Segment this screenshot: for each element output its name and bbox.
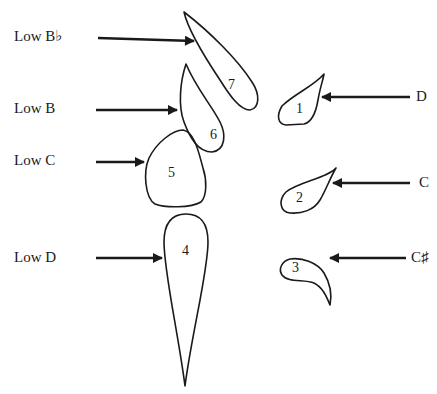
key-name: Low C — [14, 152, 55, 169]
callout-number: 7 — [228, 78, 235, 92]
leader-arrow — [96, 109, 177, 112]
leader-arrow — [98, 38, 194, 41]
key-outline-path — [164, 214, 208, 386]
key-shape: 1 — [276, 72, 328, 128]
key-shape: 2 — [278, 166, 338, 216]
leader-arrow — [96, 161, 144, 164]
leader-arrow — [322, 96, 410, 99]
callout-number: 4 — [182, 244, 189, 258]
key-outline — [174, 62, 230, 156]
key-shape: 3 — [278, 255, 334, 307]
leader-arrow — [96, 257, 162, 260]
key-outline — [160, 212, 212, 388]
key-outline-path — [146, 130, 206, 207]
key-shape: 7 — [180, 10, 262, 114]
key-shape: 4 — [160, 212, 212, 388]
key-name: Low D — [14, 249, 56, 266]
key-outline — [278, 255, 334, 307]
key-shape: 5 — [143, 128, 209, 210]
key-name: C — [419, 174, 429, 191]
leader-arrow — [333, 182, 410, 185]
key-outline — [143, 128, 209, 210]
key-name: D — [416, 88, 427, 105]
key-outline-path — [279, 74, 324, 125]
callout-number: 1 — [296, 102, 303, 116]
key-outline-path — [280, 259, 330, 305]
callout-number: 5 — [168, 166, 175, 180]
key-outline — [180, 10, 262, 114]
key-shape: 6 — [174, 62, 230, 156]
key-name: Low B♭ — [14, 28, 62, 45]
leader-arrow — [330, 257, 406, 260]
key-outline — [278, 166, 338, 216]
key-outline-path — [184, 12, 258, 110]
key-outline — [276, 72, 328, 128]
callout-number: 3 — [292, 261, 299, 275]
key-name: Low B — [14, 100, 55, 117]
callout-number: 2 — [296, 191, 303, 205]
key-name: C♯ — [411, 249, 429, 266]
callout-number: 6 — [210, 128, 217, 142]
key-outline-path — [281, 168, 336, 213]
